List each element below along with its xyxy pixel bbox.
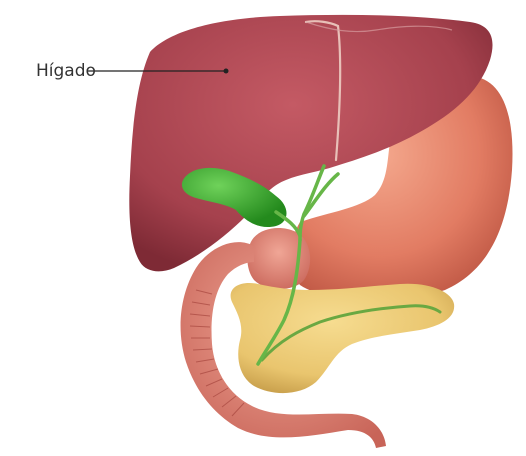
pancreas-shape	[231, 283, 455, 393]
label-liver: Hígado	[36, 60, 96, 82]
leader-dot	[224, 69, 229, 74]
